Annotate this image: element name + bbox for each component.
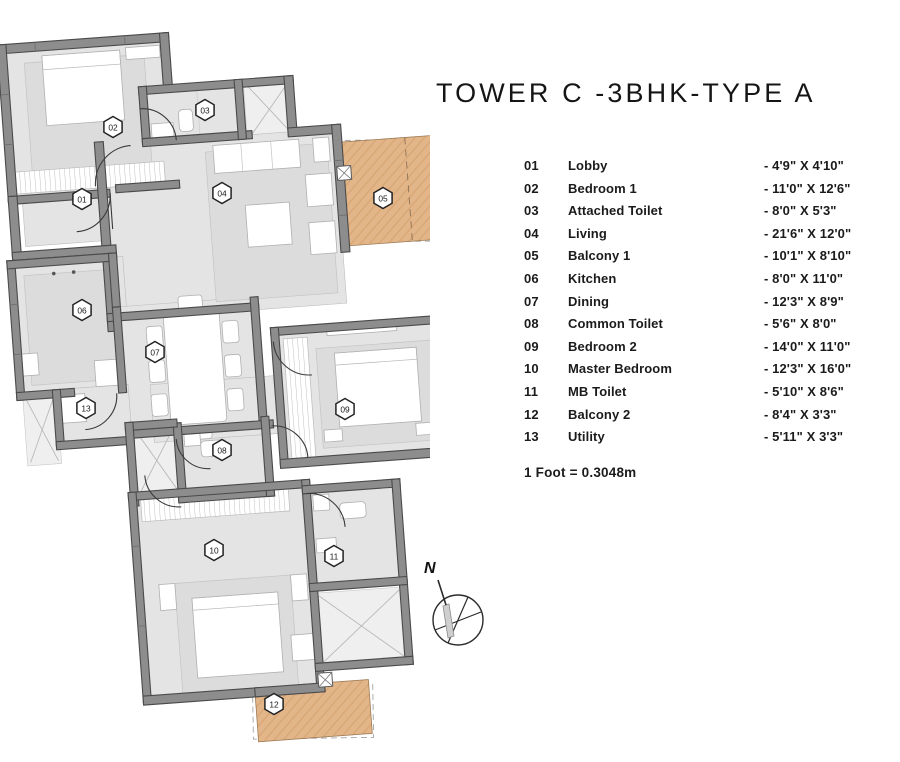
- legend-row: 07 Dining - 12'3" X 8'9": [524, 294, 900, 317]
- room-marker-02: 02: [103, 115, 123, 139]
- page-title: TOWER C -3BHK-TYPE A: [436, 78, 816, 108]
- room-marker-label: 12: [269, 700, 279, 710]
- legend-room-dimension: - 5'6" X 8'0": [764, 316, 837, 332]
- legend-room-name: Living: [568, 225, 607, 241]
- compass-rose: N: [418, 560, 498, 650]
- legend-room-number: 02: [524, 180, 539, 196]
- legend-row: 02 Bedroom 1 - 11'0" X 12'6": [524, 181, 900, 204]
- furniture-living: [204, 136, 339, 303]
- legend-room-number: 04: [524, 225, 539, 241]
- floor-plan-drawing: 01 02 03 04 05 06 07 08 09 10 11 12 13: [0, 0, 430, 762]
- furniture-bedroom-2: [282, 318, 430, 459]
- legend-room-dimension: - 8'0" X 5'3": [764, 203, 837, 219]
- room-marker-label: 13: [81, 404, 91, 414]
- legend-room-number: 11: [524, 383, 539, 399]
- room-marker-label: 05: [378, 194, 388, 204]
- legend-room-name: Dining: [568, 293, 610, 309]
- legend-room-number: 05: [524, 248, 539, 264]
- legend-room-dimension: - 21'6" X 12'0": [764, 225, 852, 241]
- legend-room-number: 07: [524, 293, 539, 309]
- legend-row: 11 MB Toilet - 5'10" X 8'6": [524, 384, 900, 407]
- room-marker-11: 11: [324, 544, 344, 568]
- legend-room-name: Balcony 1: [568, 248, 631, 264]
- legend-room-name: Master Bedroom: [568, 361, 672, 377]
- ac-niche-marks: [317, 164, 353, 688]
- legend-row: 13 Utility - 5'11" X 3'3": [524, 429, 900, 452]
- room-marker-01: 01: [72, 187, 92, 211]
- room-legend-table: 01 Lobby - 4'9" X 4'10" 02 Bedroom 1 - 11'0" …: [524, 158, 900, 452]
- room-marker-label: 10: [209, 546, 219, 556]
- room-marker-08: 08: [212, 438, 232, 462]
- room-marker-12: 12: [264, 692, 284, 716]
- window-marks: [0, 35, 348, 627]
- legend-room-number: 10: [524, 361, 539, 377]
- legend-room-dimension: - 8'4" X 3'3": [764, 406, 837, 422]
- legend-room-number: 06: [524, 270, 539, 286]
- balcony-1-divider: [404, 137, 413, 242]
- legend-room-dimension: - 12'3" X 16'0": [764, 361, 852, 377]
- info-panel: TOWER C -3BHK-TYPE A 01 Lobby - 4'9" X 4'1…: [430, 60, 900, 520]
- furniture-dining: [145, 294, 245, 441]
- room-marker-09: 09: [335, 397, 355, 421]
- furniture-master-bedroom: [140, 486, 320, 696]
- legend-room-dimension: - 8'0" X 11'0": [764, 270, 844, 286]
- room-marker-05: 05: [373, 186, 393, 210]
- legend-row: 04 Living - 21'6" X 12'0": [524, 226, 900, 249]
- legend-room-dimension: - 5'10" X 8'6": [764, 383, 844, 399]
- room-marker-label: 02: [108, 123, 118, 133]
- legend-room-name: Bedroom 1: [568, 180, 637, 196]
- legend-room-number: 09: [524, 338, 539, 354]
- legend-row: 01 Lobby - 4'9" X 4'10": [524, 158, 900, 181]
- room-marker-10: 10: [204, 538, 224, 562]
- room-marker-label: 04: [217, 189, 227, 199]
- legend-row: 09 Bedroom 2 - 14'0" X 11'0": [524, 339, 900, 362]
- compass-north-label: N: [424, 560, 436, 577]
- legend-room-name: Balcony 2: [568, 406, 631, 422]
- legend-room-dimension: - 12'3" X 8'9": [764, 293, 844, 309]
- legend-room-number: 13: [524, 429, 539, 445]
- legend-room-dimension: - 10'1" X 8'10": [764, 248, 852, 264]
- legend-row: 03 Attached Toilet - 8'0" X 5'3": [524, 203, 900, 226]
- legend-room-dimension: - 11'0" X 12'6": [764, 180, 851, 196]
- room-marker-label: 07: [150, 348, 160, 358]
- legend-row: 10 Master Bedroom - 12'3" X 16'0": [524, 361, 900, 384]
- legend-room-number: 08: [524, 316, 539, 332]
- legend-room-name: Attached Toilet: [568, 203, 663, 219]
- room-marker-07: 07: [145, 340, 165, 364]
- legend-room-name: Common Toilet: [568, 316, 663, 332]
- room-marker-label: 09: [340, 405, 350, 415]
- room-marker-03: 03: [195, 98, 215, 122]
- legend-row: 08 Common Toilet - 5'6" X 8'0": [524, 316, 900, 339]
- legend-room-number: 12: [524, 406, 539, 422]
- room-marker-label: 11: [330, 552, 339, 562]
- doors: [76, 108, 346, 527]
- room-marker-label: 01: [77, 195, 87, 205]
- legend-room-name: Bedroom 2: [568, 338, 637, 354]
- legend-room-name: Lobby: [568, 158, 608, 173]
- legend-room-dimension: - 4'9" X 4'10": [764, 158, 844, 173]
- legend-room-name: Kitchen: [568, 270, 617, 286]
- room-marker-label: 08: [217, 446, 227, 456]
- shaft-cross-marks: [25, 81, 404, 663]
- room-marker-label: 06: [77, 306, 87, 316]
- legend-room-number: 03: [524, 203, 539, 219]
- legend-row: 06 Kitchen - 8'0" X 11'0": [524, 271, 900, 294]
- legend-room-name: Utility: [568, 429, 605, 445]
- furniture-attached-toilet: [150, 86, 201, 141]
- scale-note: 1 Foot = 0.3048m: [524, 465, 637, 480]
- legend-room-number: 01: [524, 158, 539, 173]
- compass-icon: [432, 579, 484, 646]
- legend-row: 05 Balcony 1 - 10'1" X 8'10": [524, 248, 900, 271]
- room-number-markers: 01 02 03 04 05 06 07 08 09 10 11 12 13: [72, 98, 393, 716]
- room-marker-label: 03: [200, 106, 210, 116]
- room-marker-13: 13: [76, 396, 96, 420]
- legend-room-dimension: - 14'0" X 11'0": [764, 338, 851, 354]
- legend-room-dimension: - 5'11" X 3'3": [764, 429, 844, 445]
- legend-room-name: MB Toilet: [568, 383, 627, 399]
- legend-row: 12 Balcony 2 - 8'4" X 3'3": [524, 407, 900, 430]
- room-marker-04: 04: [212, 181, 232, 205]
- room-marker-06: 06: [72, 298, 92, 322]
